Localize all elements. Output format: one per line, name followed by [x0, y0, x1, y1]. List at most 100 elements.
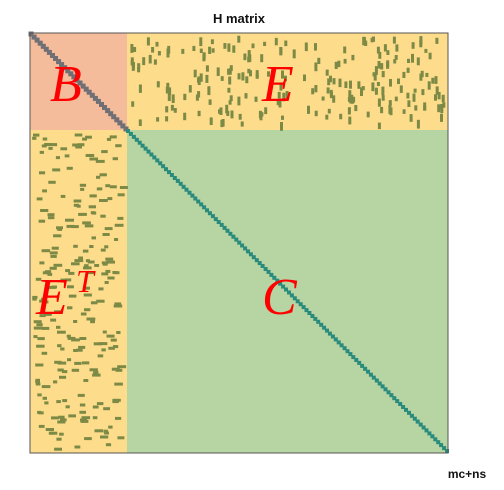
diagonal-entry	[272, 275, 277, 280]
sparse-entry	[389, 107, 393, 116]
sparse-entry	[406, 67, 410, 73]
sparse-entry	[57, 227, 62, 231]
diagonal-entry	[95, 98, 101, 104]
sparse-entry	[33, 133, 40, 137]
diagonal-entry	[222, 225, 227, 230]
sparse-entry	[35, 382, 41, 386]
sparse-entry	[93, 342, 102, 346]
sparse-entry	[83, 293, 92, 297]
sparse-entry	[44, 312, 52, 316]
sparse-entry	[39, 261, 45, 265]
diagonal-entry	[161, 164, 166, 169]
sparse-entry	[36, 344, 45, 348]
sparse-entry	[71, 338, 80, 342]
diagonal-entry	[287, 290, 291, 295]
diagonal-entry	[401, 405, 406, 409]
diagonal-entry	[205, 208, 209, 213]
diagonal-entry	[409, 413, 414, 418]
diagonal-entry	[92, 95, 98, 101]
sparse-entry	[155, 41, 159, 47]
sparse-entry	[105, 269, 111, 273]
sparse-entry	[284, 40, 288, 47]
sparse-entry	[66, 166, 73, 170]
sparse-entry	[249, 70, 252, 77]
diagonal-entry	[412, 416, 417, 421]
diagonal-entry	[257, 261, 262, 266]
sparse-entry	[91, 236, 96, 240]
matrix-border	[29, 32, 449, 454]
diagonal-entry	[254, 258, 259, 263]
sparse-entry	[247, 54, 251, 61]
sparse-entry	[151, 47, 155, 53]
diagonal-entry	[207, 211, 212, 216]
diagonal-entry	[363, 366, 368, 371]
sparse-entry	[276, 99, 280, 106]
sparse-entry	[84, 286, 90, 290]
sparse-entry	[101, 348, 106, 352]
diagonal-entry	[199, 202, 204, 207]
diagonal-entry	[327, 331, 332, 336]
sparse-entry	[259, 113, 263, 121]
sparse-entry	[240, 121, 244, 127]
diagonal-entry	[292, 296, 297, 301]
sparse-entry	[106, 260, 115, 264]
diagonal-entry	[164, 167, 168, 172]
sparse-entry	[49, 251, 58, 255]
sparse-entry	[36, 197, 43, 201]
sparse-entry	[199, 37, 203, 47]
sparse-entry	[61, 370, 68, 374]
sparse-entry	[72, 143, 81, 147]
sparse-entry	[32, 295, 38, 299]
sparse-entry	[381, 71, 385, 78]
sparse-entry	[56, 437, 62, 441]
diagonal-entry	[102, 105, 107, 110]
diagonal-entry	[336, 340, 341, 345]
diagonal-entry	[377, 381, 382, 386]
diagonal-entry	[83, 86, 89, 92]
sparse-entry	[67, 306, 73, 310]
sparse-entry	[71, 368, 80, 372]
diagonal-entry	[46, 49, 52, 55]
sparse-entry	[227, 68, 231, 75]
sparse-entry	[232, 45, 236, 53]
sparse-entry	[205, 74, 209, 83]
sparse-entry	[425, 72, 429, 77]
diagonal-entry	[339, 343, 344, 348]
block-et-superscript: T	[76, 263, 96, 299]
diagonal-entry	[74, 77, 80, 83]
sparse-entry	[44, 401, 49, 405]
sparse-entry	[108, 346, 115, 350]
sparse-entry	[53, 263, 63, 267]
diagonal-entry	[140, 143, 145, 148]
diagonal-entry	[111, 114, 117, 120]
sparse-entry	[80, 419, 89, 423]
sparse-entry	[208, 46, 212, 54]
sparse-entry	[225, 104, 229, 114]
sparse-entry	[156, 81, 160, 88]
sparse-entry	[50, 254, 57, 258]
sparse-entry	[40, 209, 49, 212]
sparse-entry	[424, 48, 428, 53]
sparse-entry	[329, 75, 332, 83]
sparse-entry	[377, 98, 381, 107]
sparse-entry	[414, 105, 418, 111]
sparse-entry	[39, 299, 44, 303]
diagonal-entry	[251, 255, 256, 260]
sparse-entry	[94, 264, 100, 267]
sparse-entry	[373, 74, 377, 81]
sparse-entry	[251, 43, 255, 49]
sparse-entry	[39, 171, 46, 175]
sparse-entry	[73, 349, 78, 352]
sparse-entry	[39, 150, 44, 154]
diagonal-entry	[298, 302, 303, 307]
sparse-entry	[114, 302, 122, 306]
sparse-entry	[238, 113, 242, 120]
sparse-entry	[58, 415, 65, 419]
diagonal-entry	[316, 319, 321, 324]
diagonal-entry	[395, 399, 400, 404]
diagonal-entry	[371, 375, 376, 380]
diagonal-entry	[436, 440, 441, 445]
diagonal-entry	[158, 161, 163, 166]
sparse-entry	[210, 39, 214, 45]
sparse-entry	[115, 368, 123, 372]
